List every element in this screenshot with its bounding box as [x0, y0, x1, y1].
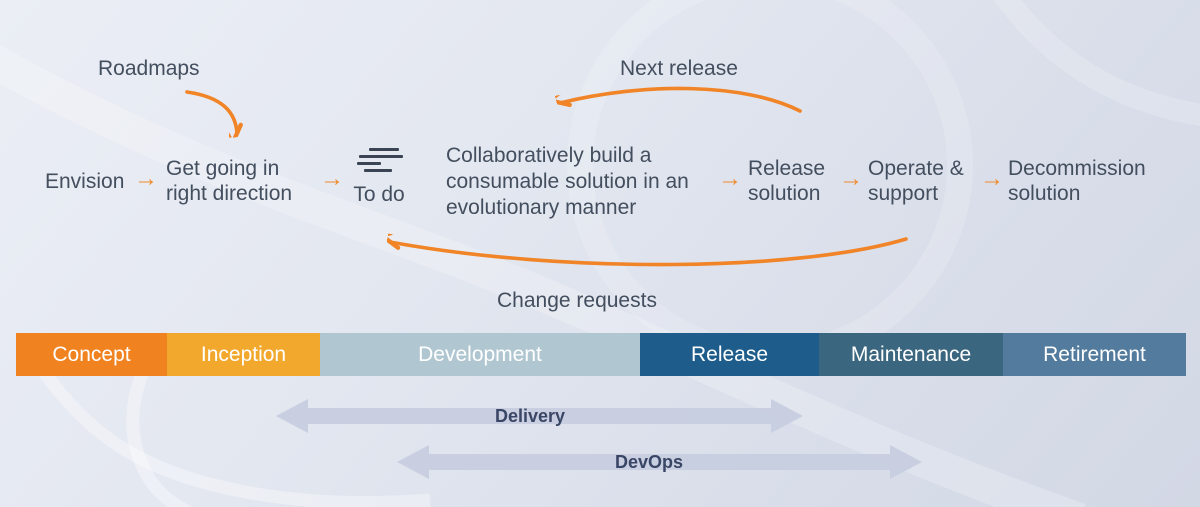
- change-requests-arrow-icon: [390, 239, 908, 267]
- phase-inception: Inception: [167, 333, 320, 376]
- phase-release: Release: [640, 333, 819, 376]
- next-release-label: Next release: [620, 57, 738, 80]
- task-list-icon: [357, 148, 403, 172]
- step-collab-line2: consumable solution in an: [446, 170, 689, 193]
- roadmaps-label: Roadmaps: [98, 57, 200, 80]
- flow-arrow-icon: →: [980, 165, 1004, 192]
- next-release-arrow-icon: [560, 86, 802, 113]
- step-envision: Envision: [45, 170, 125, 193]
- change-requests-label: Change requests: [497, 289, 657, 312]
- step-operate-support: Operate & support: [868, 156, 964, 206]
- phase-development: Development: [320, 333, 640, 376]
- phase-concept: Concept: [16, 333, 167, 376]
- delivery-label: Delivery: [495, 406, 566, 426]
- step-todo: To do: [353, 183, 405, 206]
- flow-arrow-icon: →: [134, 165, 158, 192]
- step-operate-line1: Operate &: [868, 157, 964, 180]
- flow-arrow-icon: →: [839, 165, 863, 192]
- step-release-line1: Release: [748, 157, 826, 180]
- phase-maintenance-label: Maintenance: [850, 342, 972, 366]
- step-operate-line2: support: [868, 182, 939, 205]
- step-get-going-line2: right direction: [166, 182, 293, 205]
- devops-label: DevOps: [615, 452, 684, 472]
- phase-inception-label: Inception: [200, 342, 287, 366]
- roadmaps-arrow-icon: [185, 90, 237, 134]
- step-decommission-line2: solution: [1008, 182, 1081, 205]
- step-collab-line1: Collaboratively build a: [446, 144, 652, 167]
- flow-arrow-icon: →: [718, 165, 742, 192]
- phase-maintenance: Maintenance: [819, 333, 1003, 376]
- step-get-going: Get going in right direction: [166, 156, 292, 206]
- step-collaboratively-build: Collaboratively build a consumable solut…: [446, 143, 689, 221]
- step-get-going-line1: Get going in: [166, 157, 280, 180]
- step-decommission-line1: Decommission: [1008, 157, 1146, 180]
- phase-development-label: Development: [418, 342, 542, 366]
- step-release-line2: solution: [748, 182, 821, 205]
- phase-release-label: Release: [690, 342, 769, 366]
- flow-arrow-icon: →: [320, 165, 344, 192]
- phase-retirement-label: Retirement: [1043, 342, 1146, 366]
- step-decommission-solution: Decommission solution: [1008, 156, 1146, 206]
- lifecycle-phase-bar: Concept Inception Development Release Ma…: [16, 333, 1186, 376]
- phase-concept-label: Concept: [52, 342, 131, 366]
- step-collab-line3: evolutionary manner: [446, 196, 637, 219]
- phase-retirement: Retirement: [1003, 333, 1186, 376]
- step-release-solution: Release solution: [748, 156, 825, 206]
